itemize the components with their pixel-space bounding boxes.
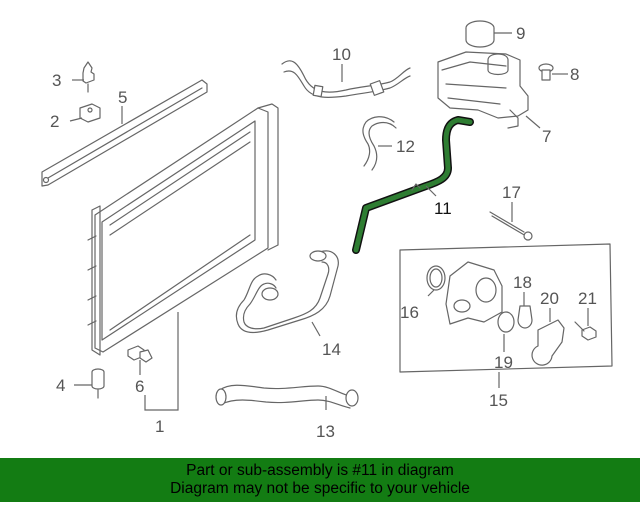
callout-2: 2 — [50, 112, 59, 131]
callout-19: 19 — [494, 353, 513, 372]
bolt-6 — [127, 345, 153, 363]
callout-9: 9 — [516, 24, 525, 43]
overflow-hose-10 — [281, 60, 411, 99]
reservoir-cap — [465, 20, 495, 48]
callout-7: 7 — [542, 127, 551, 146]
bolt-17 — [489, 211, 533, 241]
radiator — [87, 103, 279, 356]
callout-13: 13 — [316, 422, 335, 441]
callout-11: 11 — [434, 199, 452, 218]
radiator-bracket — [41, 79, 208, 187]
hose-12 — [362, 116, 397, 171]
highlighted-hose-11 — [352, 116, 474, 254]
callout-20: 20 — [540, 289, 559, 308]
hose-13 — [215, 384, 359, 409]
push-pin-3 — [82, 61, 95, 93]
leader-lines — [69, 32, 589, 411]
parts-diagram: 1 2 3 4 5 6 7 8 9 10 11 12 13 14 15 16 1… — [41, 20, 613, 441]
info-banner: Part or sub-assembly is #11 in diagram D… — [0, 458, 640, 502]
callout-17: 17 — [502, 183, 521, 202]
callout-4: 4 — [56, 376, 65, 395]
callout-8: 8 — [570, 65, 579, 84]
banner-line-2: Diagram may not be specific to your vehi… — [170, 480, 470, 497]
callout-3: 3 — [52, 71, 61, 90]
callout-10: 10 — [332, 45, 351, 64]
callout-5: 5 — [118, 88, 127, 107]
callout-15: 15 — [489, 391, 508, 410]
callout-14: 14 — [322, 340, 341, 359]
callout-21: 21 — [578, 289, 597, 308]
clip-2 — [79, 103, 101, 123]
callout-12: 12 — [396, 137, 415, 156]
banner-line-1: Part or sub-assembly is #11 in diagram — [186, 462, 454, 479]
callout-6: 6 — [135, 377, 144, 396]
callout-16: 16 — [400, 303, 419, 322]
callout-18: 18 — [513, 273, 532, 292]
callout-1: 1 — [155, 417, 164, 436]
mount-4 — [91, 368, 105, 399]
callout-labels: 1 2 3 4 5 6 7 8 9 10 11 12 13 14 15 16 1… — [50, 24, 597, 441]
bolt-8 — [538, 63, 554, 81]
hose-14 — [235, 250, 339, 334]
coolant-reservoir — [437, 51, 529, 129]
thermostat-housing-box — [399, 243, 613, 373]
